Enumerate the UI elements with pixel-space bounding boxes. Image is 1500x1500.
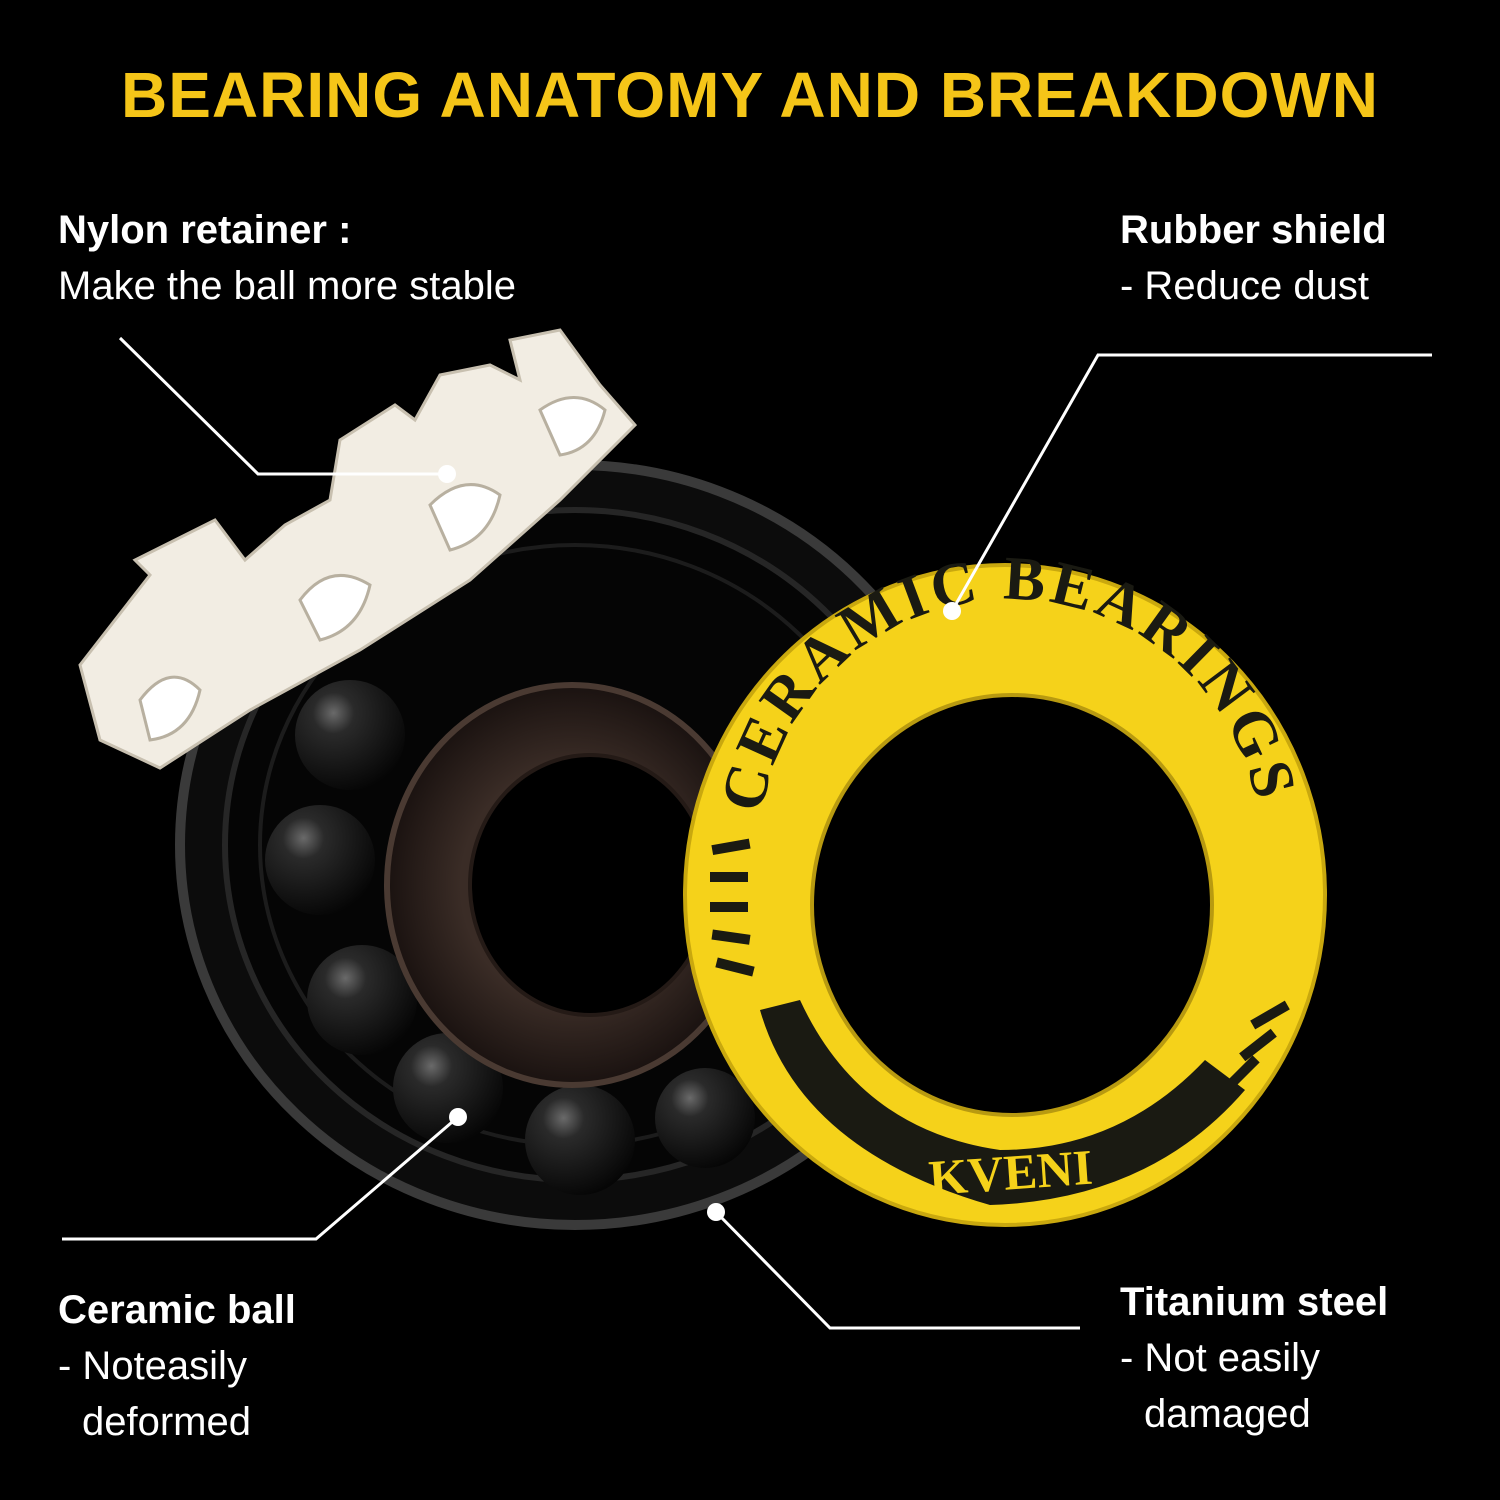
ceramic-ball bbox=[525, 1085, 635, 1195]
nylon-leader bbox=[118, 336, 447, 476]
nylon-retainer bbox=[78, 328, 638, 770]
nylon-dot bbox=[438, 465, 456, 483]
callout-description: - Noteasily bbox=[58, 1344, 247, 1388]
rubber-leader bbox=[950, 353, 1432, 612]
page-title: BEARING ANATOMY AND BREAKDOWN bbox=[120, 59, 1380, 131]
callout-heading: Titanium steel bbox=[1120, 1280, 1389, 1324]
rubber-dot bbox=[943, 602, 961, 620]
callout-description: - Not easily bbox=[1120, 1336, 1321, 1380]
titanium-dot bbox=[707, 1203, 725, 1221]
callout-nylon-retainer: Nylon retainer : Make the ball more stab… bbox=[58, 202, 516, 314]
leader-lines bbox=[62, 336, 1432, 1330]
callout-description: Make the ball more stable bbox=[58, 264, 517, 308]
callout-ceramic-ball: Ceramic ball - Noteasily deformed bbox=[58, 1282, 296, 1450]
callout-heading: Ceramic ball bbox=[58, 1288, 296, 1332]
ceramic-ball bbox=[265, 805, 375, 915]
rubber-shield bbox=[683, 563, 1327, 1227]
titanium-leader bbox=[714, 1210, 1080, 1330]
callout-titanium-steel: Titanium steel - Not easily damaged bbox=[1120, 1274, 1388, 1442]
callout-description: damaged bbox=[1144, 1392, 1311, 1436]
ceramic-ball bbox=[295, 680, 405, 790]
leader-dots bbox=[438, 465, 961, 1221]
ceramic-leader bbox=[62, 1115, 459, 1241]
ceramic-ball bbox=[655, 1068, 755, 1168]
ceramic-ball bbox=[393, 1033, 503, 1143]
callout-rubber-shield: Rubber shield - Reduce dust bbox=[1120, 202, 1387, 314]
callout-heading: Rubber shield bbox=[1120, 208, 1387, 252]
ceramic-ball bbox=[307, 945, 417, 1055]
callout-description: - Reduce dust bbox=[1120, 264, 1370, 308]
shield-brand-text: KVENI bbox=[927, 1139, 1094, 1206]
inner-race bbox=[384, 682, 760, 1088]
ceramic-dot bbox=[449, 1108, 467, 1126]
callout-description: deformed bbox=[82, 1400, 251, 1444]
callout-heading: Nylon retainer : bbox=[58, 208, 352, 252]
